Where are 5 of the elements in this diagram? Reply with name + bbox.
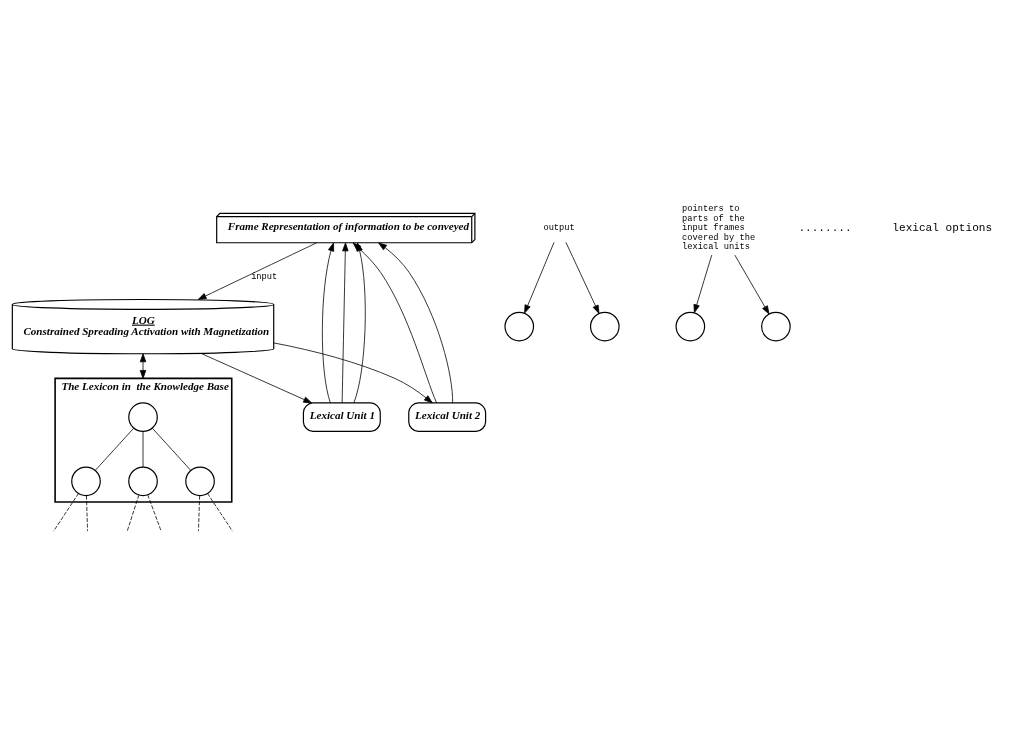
label: lexical options: [892, 221, 993, 234]
node-text: output: [543, 222, 575, 233]
edge-label: input: [251, 271, 278, 282]
label: ........: [798, 221, 852, 234]
node-text: pointers to parts of the input frames covered by the lexical units: [682, 203, 756, 252]
